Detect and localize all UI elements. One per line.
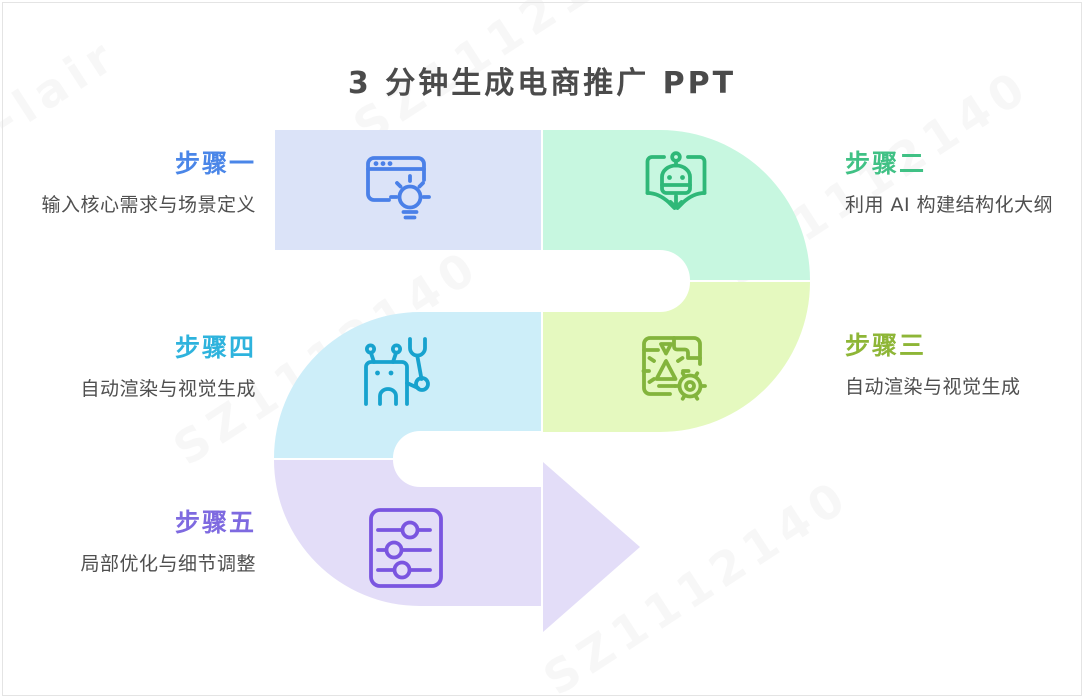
step-three-text: 步骤三 自动渲染与视觉生成: [845, 332, 1075, 398]
step-three-desc: 自动渲染与视觉生成: [845, 375, 1021, 398]
step-one-desc: 输入核心需求与场景定义: [41, 193, 256, 216]
step-one-block: [275, 130, 541, 250]
sliders-icon: [369, 508, 443, 588]
step-five-text: 步骤五 局部优化与细节调整: [18, 509, 256, 575]
step-five-desc: 局部优化与细节调整: [80, 552, 256, 575]
step-two-text: 步骤二 利用 AI 构建结构化大纲: [845, 150, 1075, 216]
step-four-desc: 自动渲染与视觉生成: [80, 377, 256, 400]
step-one-text: 步骤一 输入核心需求与场景定义: [18, 150, 256, 216]
step-four-label: 步骤四: [174, 333, 256, 362]
browser-lightbulb-icon: [366, 156, 431, 220]
robot-wrench-icon: [364, 337, 430, 406]
flow-arrow-head: [543, 462, 640, 632]
step-two-label: 步骤二: [845, 149, 927, 178]
step-two-desc: 利用 AI 构建结构化大纲: [845, 193, 1054, 216]
step-four-text: 步骤四 自动渲染与视觉生成: [18, 334, 256, 400]
render-gear-icon: [641, 336, 707, 401]
step-three-block: [543, 282, 810, 432]
book-robot-icon: [645, 151, 707, 210]
step-three-label: 步骤三: [845, 331, 927, 360]
page-title: 3 分钟生成电商推广 PPT: [347, 66, 737, 101]
step-one-label: 步骤一: [174, 149, 256, 178]
step-five-label: 步骤五: [174, 508, 256, 537]
step-five-block: [274, 460, 541, 606]
